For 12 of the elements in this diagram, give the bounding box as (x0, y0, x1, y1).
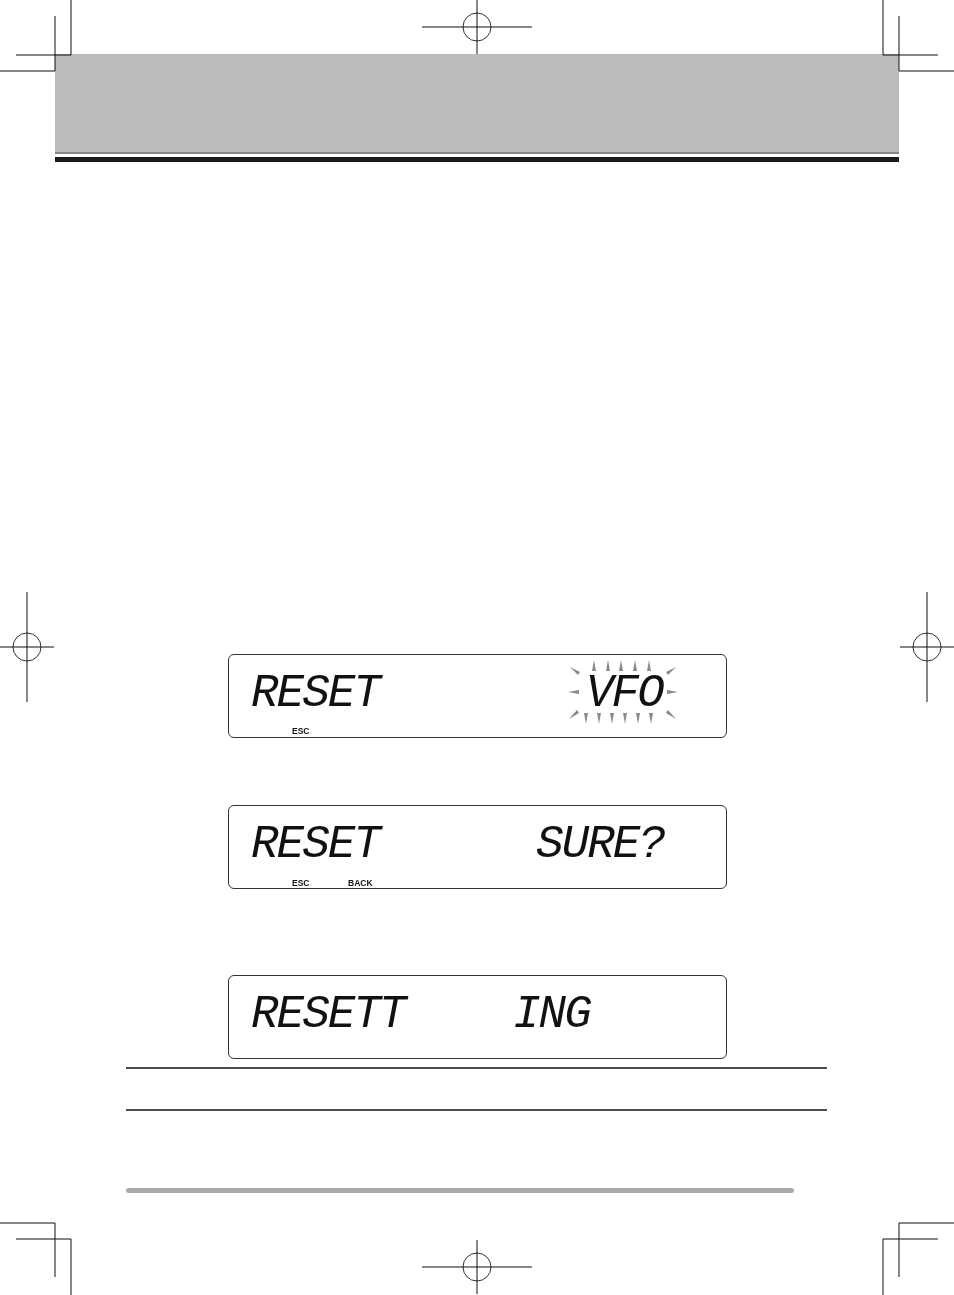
display-text: ING (513, 997, 590, 1034)
lcd-display-panel (228, 654, 727, 738)
key-label: ESC (292, 879, 310, 888)
lcd-display-panel (228, 975, 727, 1059)
display-text: RESETT (251, 997, 405, 1034)
display-text: VFO (586, 676, 663, 713)
lcd-display-panel (228, 805, 727, 889)
display-text: RESET (251, 676, 380, 713)
display-text: RESET (251, 827, 380, 864)
key-label: ESC (292, 727, 310, 736)
display-text: SURE? (536, 827, 665, 864)
key-label: BACK (348, 879, 373, 888)
